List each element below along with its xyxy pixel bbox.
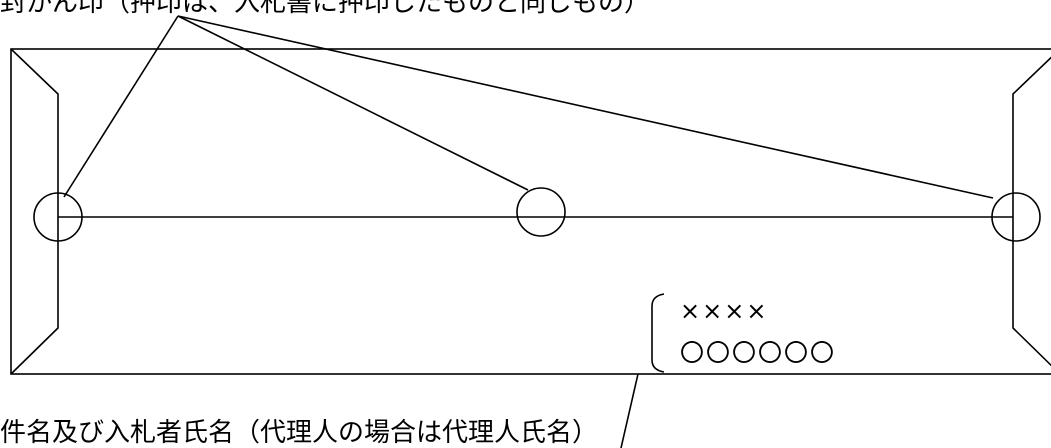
seal-circle-center: [516, 187, 566, 237]
leader-line-to-sample-text: [620, 373, 639, 448]
bidder-name-caption: 件名及び入札者氏名（代理人の場合は代理人氏名）: [0, 418, 599, 448]
leader-line-to-center-seal: [177, 15, 529, 191]
seal-circle-right: [991, 192, 1041, 242]
envelope-outline: [10, 48, 1051, 375]
sample-text-line-1: ××××: [680, 297, 769, 325]
sample-text-line-2: 〇〇〇〇〇〇: [680, 339, 836, 367]
left-flap: [10, 48, 59, 375]
leader-line-to-left-seal: [63, 15, 179, 198]
seal-impression-caption: 封かん印（押印は、入札書に押印したものと同じもの）: [0, 0, 651, 18]
seal-circle-left: [33, 192, 83, 242]
sample-text-bracket: [651, 293, 665, 373]
right-flap: [1012, 56, 1051, 367]
leader-line-to-right-seal: [177, 15, 994, 199]
